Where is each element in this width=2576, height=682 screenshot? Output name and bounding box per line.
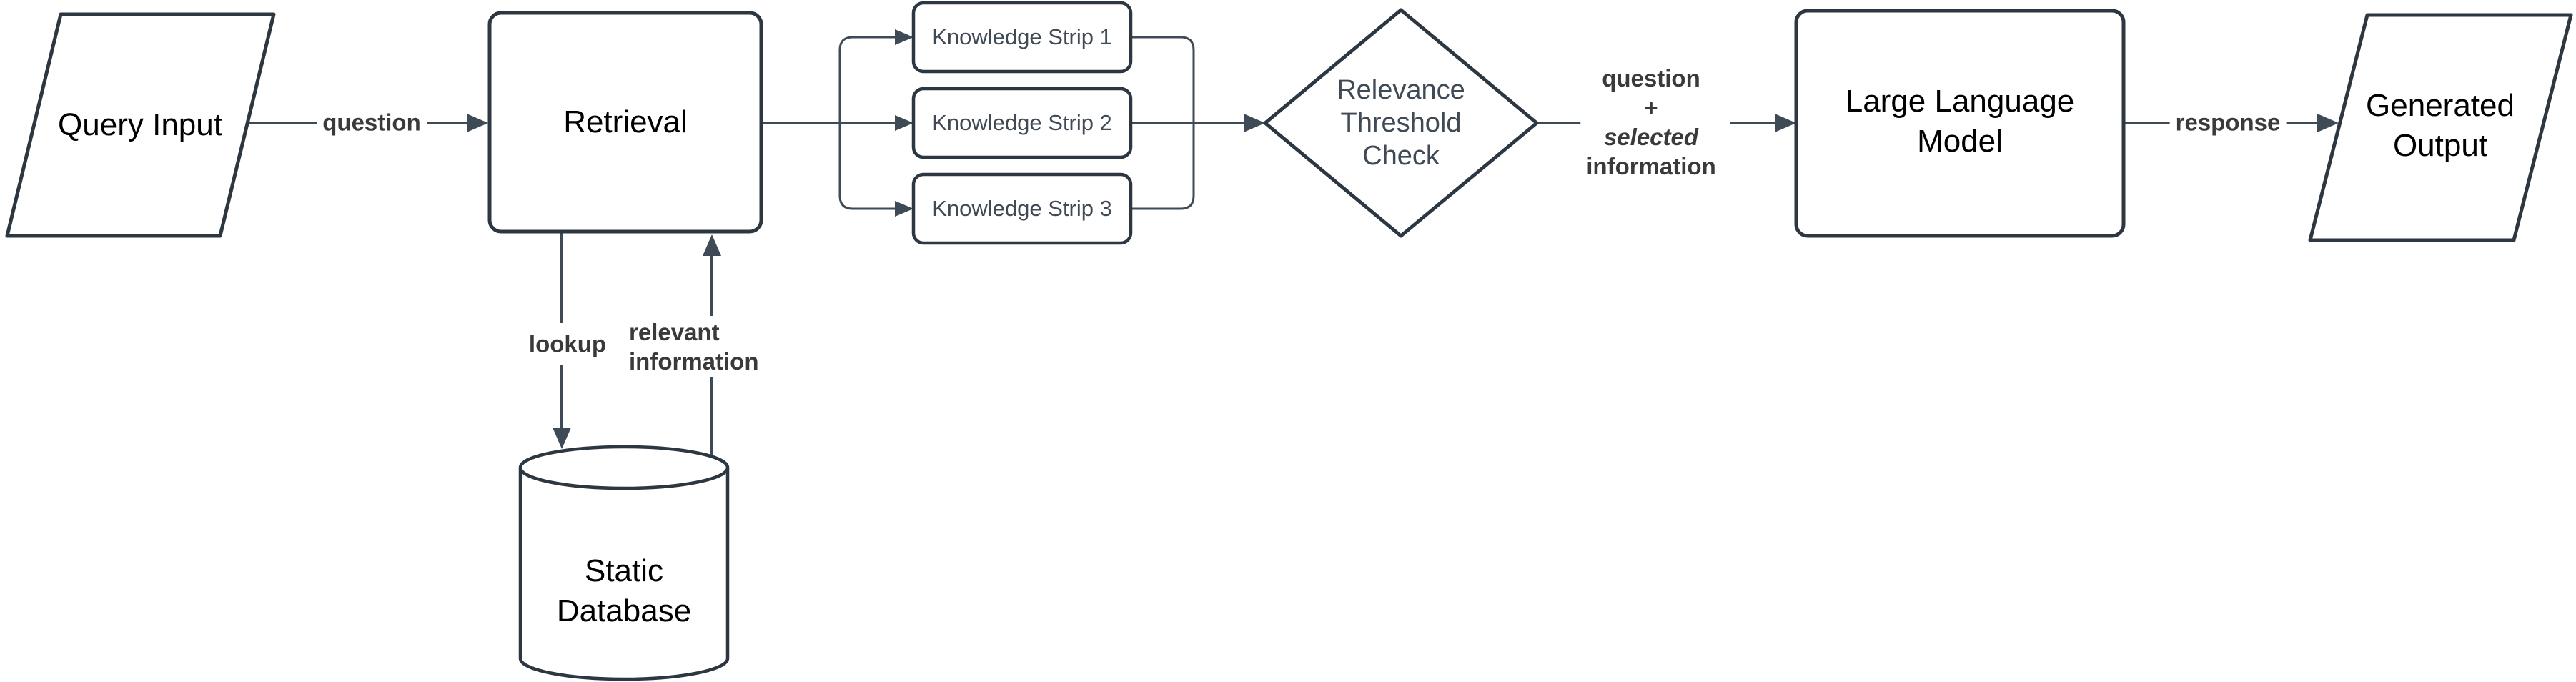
arrowhead-relevant-up <box>703 234 721 256</box>
edge-retrieval-strip3-line <box>838 123 895 210</box>
edge-label-question: question <box>317 106 427 139</box>
relevant-information-line-1: relevant <box>629 319 720 345</box>
static-database-body-shape <box>518 468 730 681</box>
retrieval-shape <box>487 11 763 234</box>
arrowhead-llm <box>1775 114 1796 132</box>
large-language-model-shape <box>1794 9 2126 238</box>
relevance-line-2: Threshold <box>1340 108 1462 138</box>
generated-output-line-1: Generated <box>2366 88 2515 123</box>
edge-label-lookup: lookup <box>522 327 613 360</box>
relevant-information-line-2: information <box>629 348 759 375</box>
edge-label-question-selected-information: question + selected information <box>1580 62 1722 182</box>
generated-output-label: Generated Output <box>2366 86 2515 166</box>
generated-output-shape <box>2308 13 2573 242</box>
node-shape-group <box>5 1 2573 681</box>
knowledge-strip-3-shape <box>911 172 1133 245</box>
relevance-threshold-check-label: Relevance Threshold Check <box>1337 74 1465 172</box>
knowledge-strip-2-label: Knowledge Strip 2 <box>932 110 1112 135</box>
static-database-line-2: Database <box>556 593 692 628</box>
edge-label-response: response <box>2169 106 2287 139</box>
edge-label-relevant-information: relevant information <box>623 316 765 377</box>
knowledge-strip-1-shape <box>911 1 1133 74</box>
llm-line-2: Model <box>1917 124 2003 159</box>
combined-label-line-2: + <box>1644 94 1658 121</box>
arrowhead-group <box>467 29 2339 449</box>
knowledge-strip-3-label: Knowledge Strip 3 <box>932 196 1112 221</box>
large-language-model-label: Large Language Model <box>1846 81 2075 162</box>
arrowhead-strip3 <box>895 201 913 217</box>
arrowhead-question <box>467 114 488 132</box>
combined-label-line-3: selected <box>1603 124 1699 150</box>
static-database-label: Static Database <box>557 551 691 631</box>
static-database-top-shape <box>518 445 730 490</box>
relevance-line-1: Relevance <box>1337 75 1465 105</box>
edge-retrieval-strip1-line <box>838 36 895 123</box>
arrowhead-strip2 <box>895 115 913 131</box>
query-input-label: Query Input <box>58 107 222 142</box>
arrowhead-strip1 <box>895 29 913 45</box>
knowledge-strip-1-label: Knowledge Strip 1 <box>932 24 1112 49</box>
query-input-shape <box>5 12 276 238</box>
combined-label-line-1: question <box>1602 65 1700 92</box>
knowledge-strip-2-shape <box>911 87 1133 159</box>
relevance-line-3: Check <box>1362 141 1440 171</box>
retrieval-label: Retrieval <box>563 104 688 139</box>
arrowhead-diamond <box>1244 114 1265 132</box>
generated-output-line-2: Output <box>2392 128 2488 163</box>
arrowhead-generated-output <box>2317 114 2339 132</box>
static-database-line-1: Static <box>584 553 664 588</box>
combined-label-line-4: information <box>1586 153 1716 179</box>
arrowhead-lookup-down <box>553 428 571 449</box>
relevance-threshold-check-shape <box>1263 8 1539 238</box>
llm-line-1: Large Language <box>1845 84 2075 119</box>
